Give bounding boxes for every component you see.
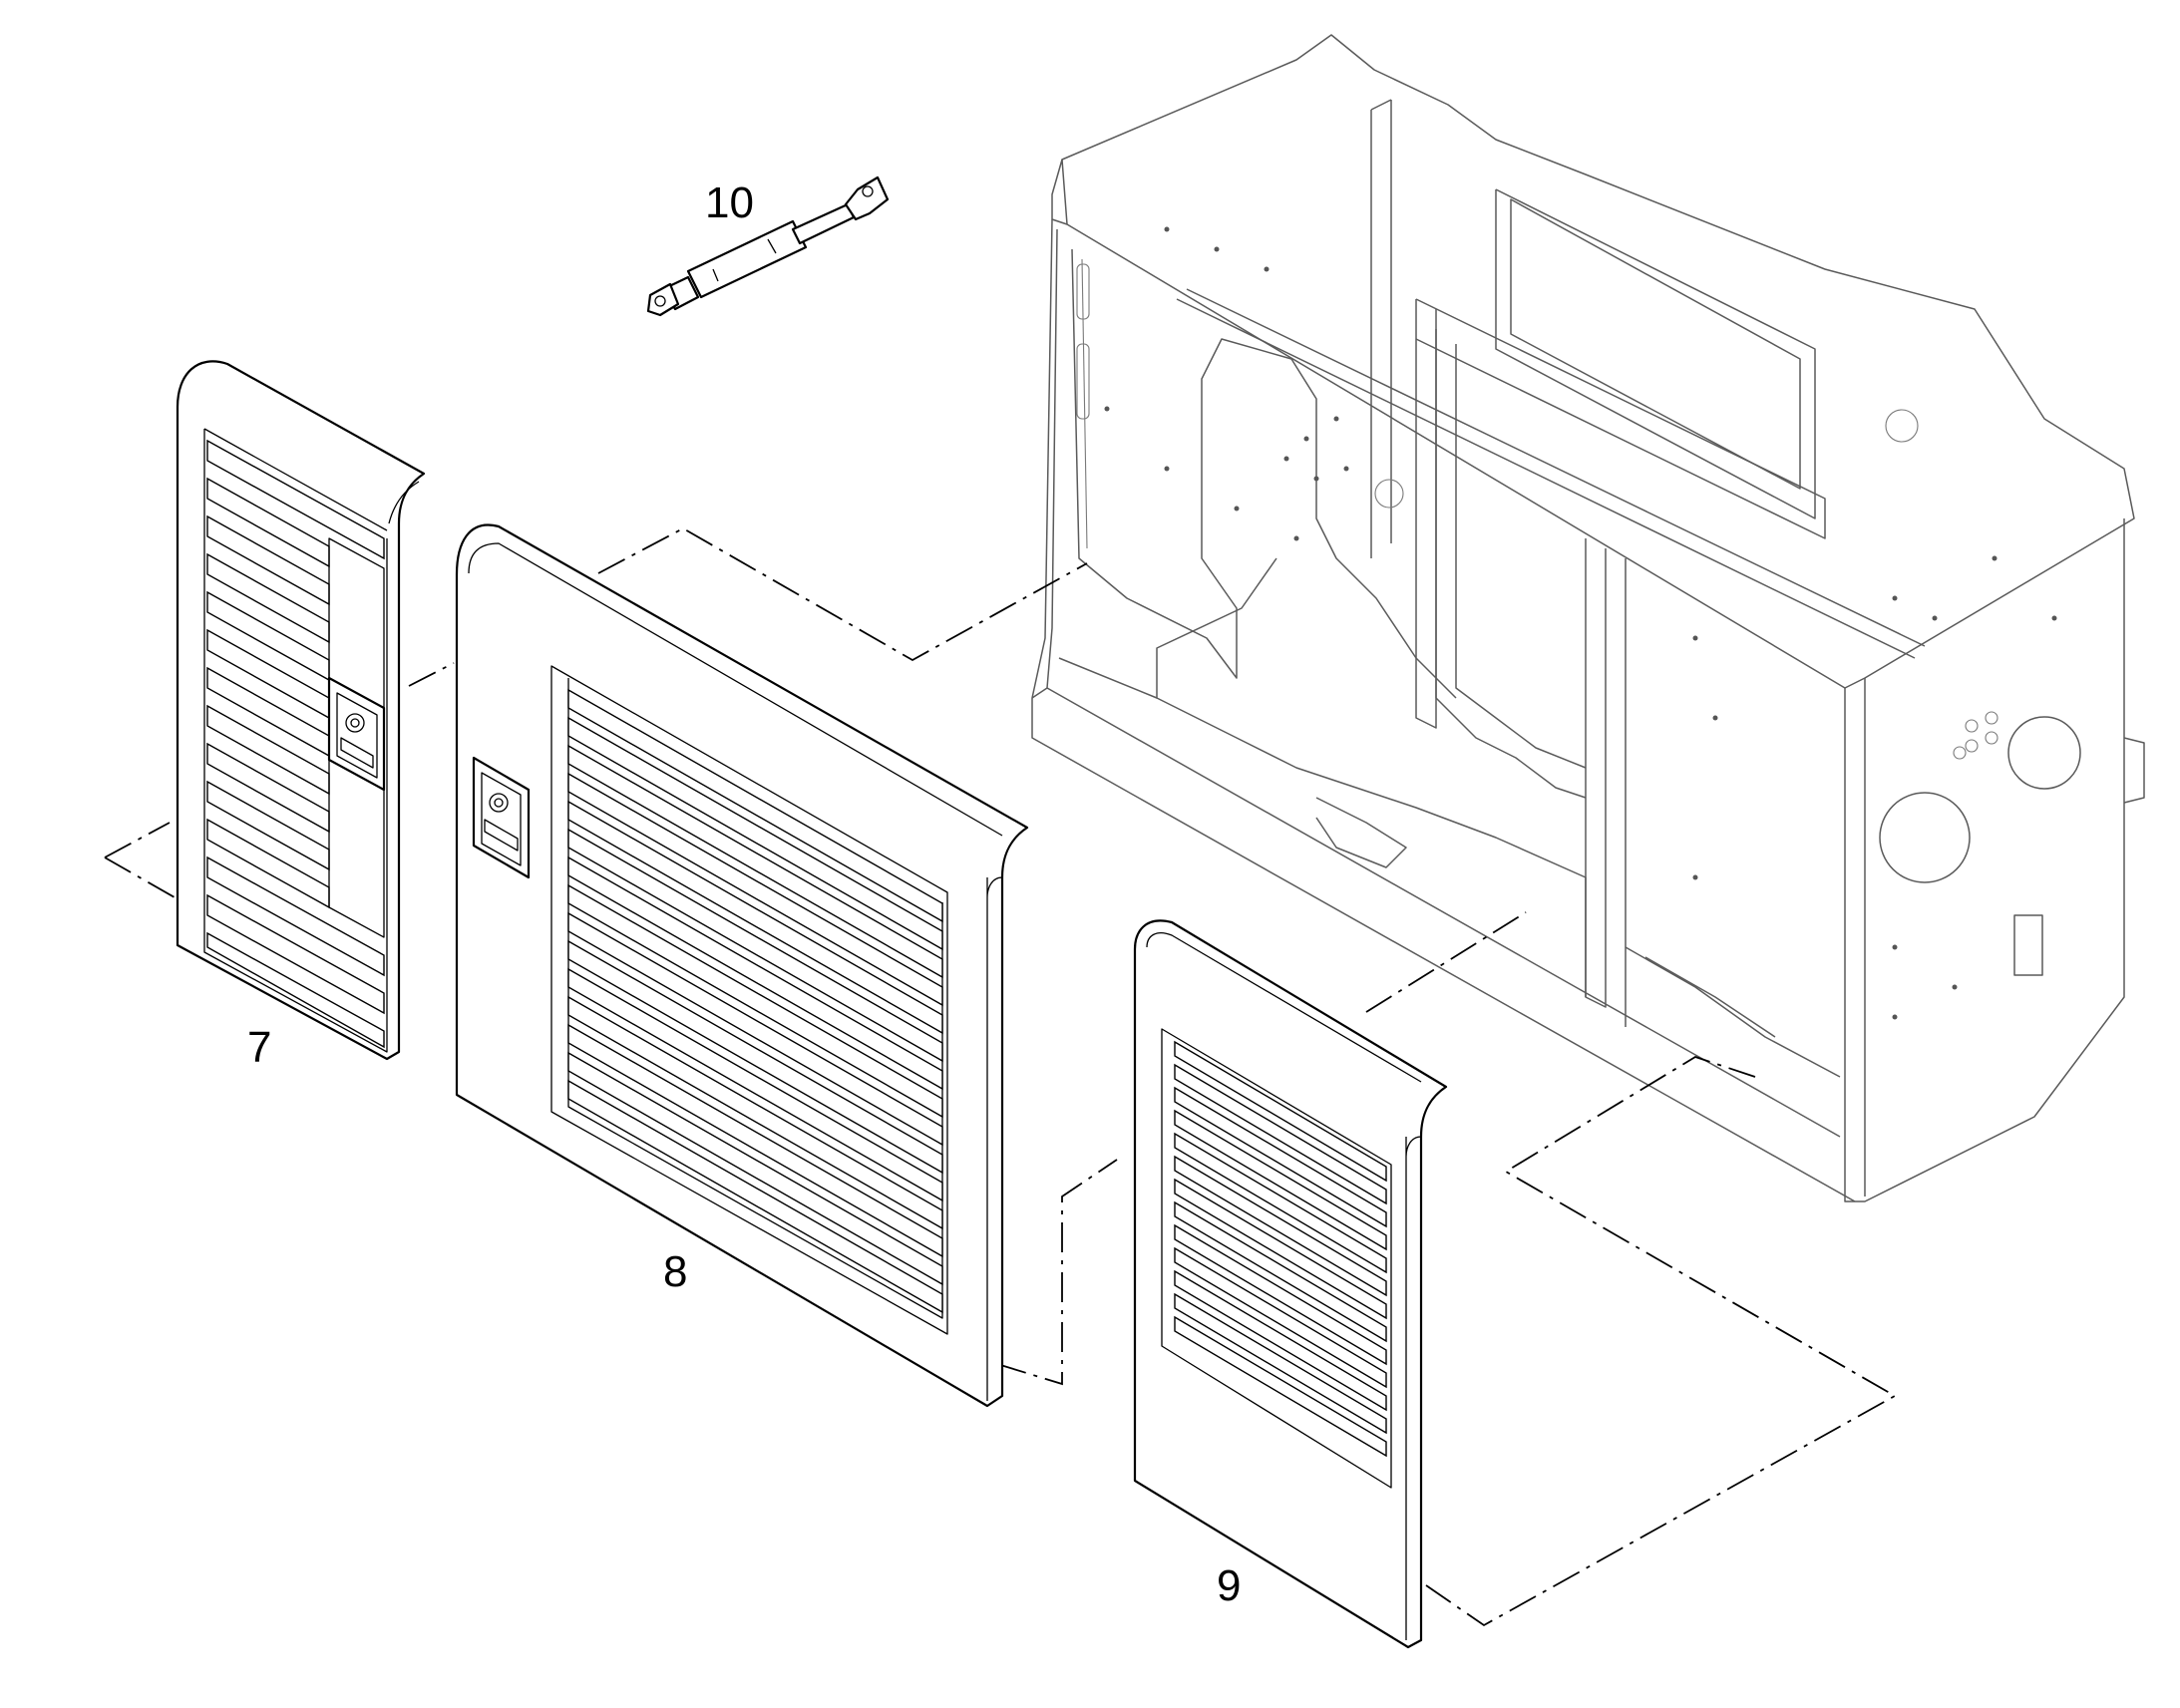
- gas-strut: [646, 175, 890, 317]
- assembly-lines: [104, 526, 1897, 1627]
- center-door-panel: [455, 523, 1029, 1408]
- callout-8: 8: [663, 1247, 687, 1296]
- callout-9: 9: [1217, 1561, 1241, 1610]
- right-door-louvers: [1174, 1040, 1387, 1458]
- side-door-louvers: [206, 439, 385, 1049]
- right-door-panel: [1133, 919, 1448, 1649]
- center-door-latch-icon: [472, 756, 531, 879]
- chassis-frame: [1031, 34, 2145, 1202]
- center-door-louvers: [567, 688, 943, 1314]
- callout-7: 7: [247, 1023, 271, 1072]
- callout-10: 10: [705, 178, 754, 227]
- side-door-panel: [176, 360, 426, 1061]
- chassis-rivets: [1104, 226, 2057, 1020]
- side-door-latch-icon: [327, 676, 386, 792]
